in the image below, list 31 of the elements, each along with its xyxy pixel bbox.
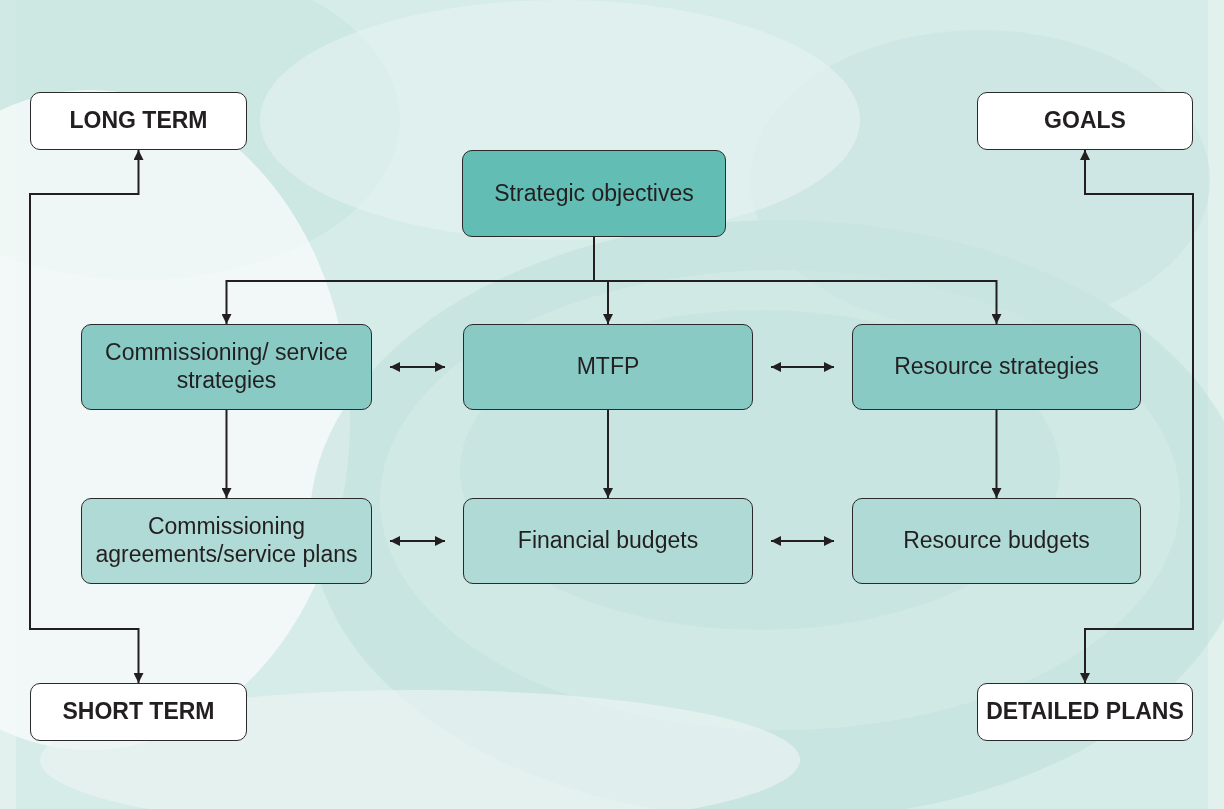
- label-box: [977, 92, 1193, 150]
- process-box: [463, 324, 753, 410]
- box-label: DETAILED PLANS: [986, 698, 1184, 726]
- box-text: Resource strategies: [893, 353, 1100, 381]
- arrow: [770, 362, 835, 372]
- arrow: [389, 536, 446, 546]
- process-box: [462, 150, 726, 237]
- arrow: [770, 536, 835, 546]
- process-box: [852, 498, 1141, 584]
- box-label: SHORT TERM: [62, 698, 215, 726]
- box-text: Strategic objectives: [493, 179, 695, 208]
- label-box: [30, 683, 247, 741]
- box-text: Commissioning agreements/service plans: [94, 513, 359, 569]
- box-text: Financial budgets: [516, 527, 700, 555]
- arrow: [991, 409, 1002, 499]
- arrow: [221, 409, 232, 499]
- arrow: [1080, 149, 1194, 684]
- box-text: Resource budgets: [902, 527, 1091, 555]
- box-text: MTFP: [575, 353, 641, 381]
- label-box: [977, 683, 1193, 741]
- box-label: GOALS: [1044, 107, 1126, 135]
- process-box: [852, 324, 1141, 410]
- arrow: [603, 409, 613, 499]
- arrow: [389, 362, 446, 372]
- box-label: LONG TERM: [69, 107, 208, 135]
- process-box: [463, 498, 753, 584]
- arrow: [29, 149, 144, 684]
- process-box: [81, 324, 372, 410]
- label-box: [30, 92, 247, 150]
- process-box: [81, 498, 372, 584]
- box-text: Commissioning/ service strategies: [104, 339, 349, 395]
